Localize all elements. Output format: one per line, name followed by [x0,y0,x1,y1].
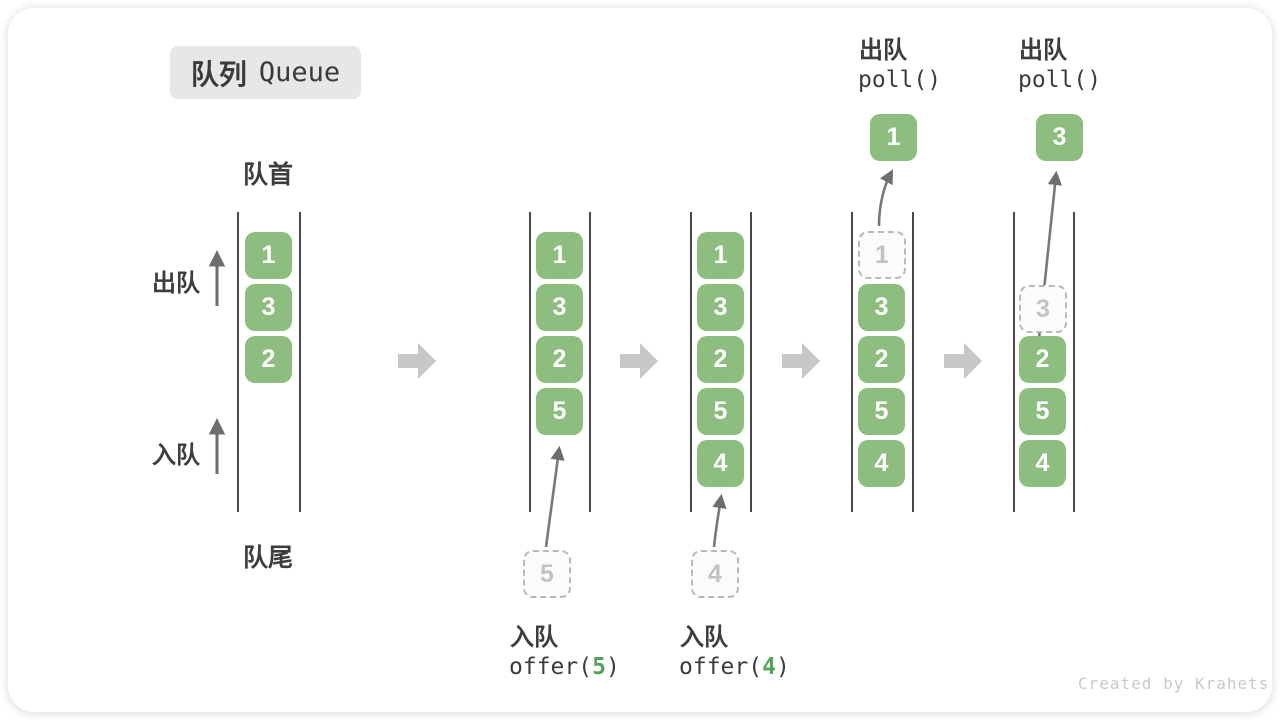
removed-element-slot: 1 [858,231,906,279]
queue-element: 5 [536,388,583,435]
poll-call-label: poll() [858,67,942,93]
stage4-right-wall [912,212,914,512]
stage2-right-wall [589,212,591,512]
queue-element: 2 [697,336,744,383]
offer-fn: offer( [679,654,763,680]
title-badge: 队列 Queue [170,46,361,99]
queue-element: 1 [245,232,292,279]
queue-element: 4 [697,440,744,487]
stage1-right-wall [299,212,301,512]
watermark: Created by Krahets [1078,674,1270,693]
stage5-right-wall [1073,212,1075,512]
queue-element: 2 [858,336,905,383]
queue-front-label: 队首 [243,161,294,189]
title-zh: 队列 [190,58,247,90]
offer-arg: 4 [762,654,776,680]
offer-close: ) [775,654,790,680]
enqueue-side-label: 入队 [152,442,200,469]
queue-element: 3 [245,284,292,331]
queue-element: 1 [697,232,744,279]
queue-element: 4 [858,440,905,487]
queue-element: 1 [536,232,583,279]
title-en: Queue [258,57,341,88]
pending-enqueue-value: 4 [691,550,739,598]
queue-element: 3 [536,284,583,331]
queue-element: 5 [697,388,744,435]
pending-enqueue-value: 5 [523,550,571,598]
enqueue-op-label: 入队 [510,624,558,651]
stage4-left-wall [851,212,853,512]
offer-arg: 5 [592,654,606,680]
diagram-card [8,8,1272,712]
queue-element: 3 [697,284,744,331]
polled-element: 3 [1036,114,1083,161]
stage3-left-wall [690,212,692,512]
dequeue-op-label: 出队 [1019,37,1067,64]
queue-element: 2 [245,336,292,383]
offer-fn: offer( [509,654,593,680]
queue-element: 3 [858,284,905,331]
polled-element: 1 [870,114,917,161]
stage5-left-wall [1013,212,1015,512]
enqueue-op-label: 入队 [680,624,728,651]
queue-element: 5 [1019,388,1066,435]
offer-call-label: offer(5) [509,654,620,680]
queue-element: 2 [1019,336,1066,383]
stage2-left-wall [529,212,531,512]
stage3-right-wall [750,212,752,512]
queue-element: 4 [1019,440,1066,487]
stage1-left-wall [237,212,239,512]
queue-rear-label: 队尾 [243,544,294,572]
removed-element-slot: 3 [1019,285,1067,333]
queue-element: 5 [858,388,905,435]
dequeue-op-label: 出队 [859,37,907,64]
offer-close: ) [605,654,620,680]
offer-call-label: offer(4) [679,654,790,680]
dequeue-side-label: 出队 [152,270,200,297]
poll-call-label: poll() [1018,67,1102,93]
queue-element: 2 [536,336,583,383]
